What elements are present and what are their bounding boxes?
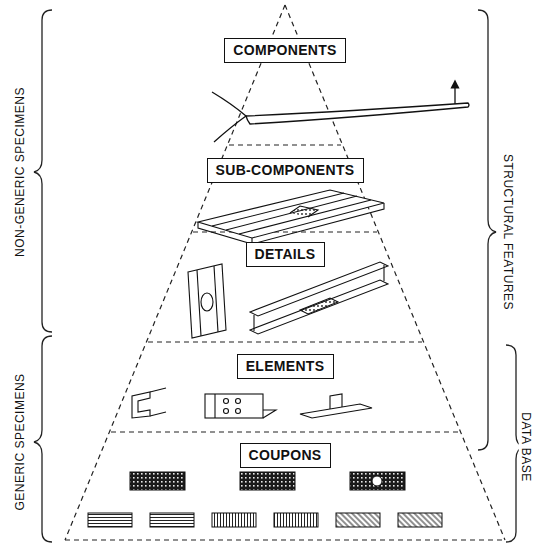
level-label: ELEMENTS [246,358,325,374]
detail-specimens-part [253,315,254,331]
element-specimens-part [330,394,342,409]
element-specimens-part [300,404,372,418]
coupon-specimens-part [212,513,256,527]
bracket-part [34,10,52,332]
sub-component-panel-part [198,190,384,238]
level-box: COUPONS [240,443,331,468]
detail-specimens-part [214,266,218,332]
coupon-specimens-part [398,513,442,527]
sub-component-panel-part [290,206,318,217]
element-specimens-part [205,394,263,418]
detail-specimens-part [300,298,338,314]
element-specimens-part [214,394,215,418]
detail-specimens-part [250,262,388,316]
coupon-specimens-part [372,476,382,486]
element-specimens-part [224,409,229,414]
sub-component-panel-part [212,193,344,226]
element-specimens-part [224,399,229,404]
level-label: DETAILS [255,246,316,262]
pyramid-outline-part [193,231,377,232]
coupon-specimens [88,472,442,527]
coupon-specimens-part [240,472,295,490]
pyramid-outline-part [229,144,341,145]
element-specimens-part [132,392,150,418]
pyramid-outline-part [65,539,505,540]
bracket-part [34,336,52,542]
level-box: DETAILS [246,242,325,267]
element-specimens [132,388,372,418]
coupon-specimens-part [88,513,132,527]
sub-component-panel-part [226,196,357,230]
detail-specimens-part [201,293,213,311]
element-specimens-part [150,412,166,416]
level-box: SUB-COMPONENTS [207,158,364,183]
bracket-label: NON-GENERIC SPECIMENS [13,84,27,260]
coupon-specimens-part [130,472,185,490]
bracket [34,10,524,542]
bracket-part [478,10,496,450]
bracket-label: GENERIC SPECIMENS [13,370,27,513]
element-specimens-part [236,399,241,404]
sub-component-panel-part [239,200,371,234]
element-specimens-part [263,410,276,418]
coupon-specimens-part [150,513,194,527]
sub-component-panel [198,190,384,244]
pyramid-outline [65,5,505,540]
detail-specimens [188,262,388,338]
level-box: ELEMENTS [237,354,334,379]
aircraft-component [212,84,469,142]
bracket-label: DATA BASE [519,409,533,484]
level-label: SUB-COMPONENTS [216,162,355,178]
aircraft-component-part [454,84,455,104]
coupon-specimens-part [274,513,318,527]
coupon-specimens-part [336,513,380,527]
level-label: COMPONENTS [233,42,336,58]
pyramid-outline-part [148,341,422,342]
detail-specimens-part [197,270,201,336]
aircraft-component-part [246,103,469,124]
detail-specimens-part [188,264,226,338]
element-specimens-part [150,388,166,392]
bracket-label: STRUCTURAL FEATURES [501,151,515,313]
level-box: COMPONENTS [224,38,346,63]
level-label: COUPONS [249,447,322,463]
aircraft-component-part [212,92,246,142]
detail-specimens-part [383,265,384,281]
sub-component-panel-part [252,203,384,244]
pyramid-outline-part [111,431,459,432]
coupon-specimens-part [350,472,405,490]
element-specimens-part [236,409,241,414]
